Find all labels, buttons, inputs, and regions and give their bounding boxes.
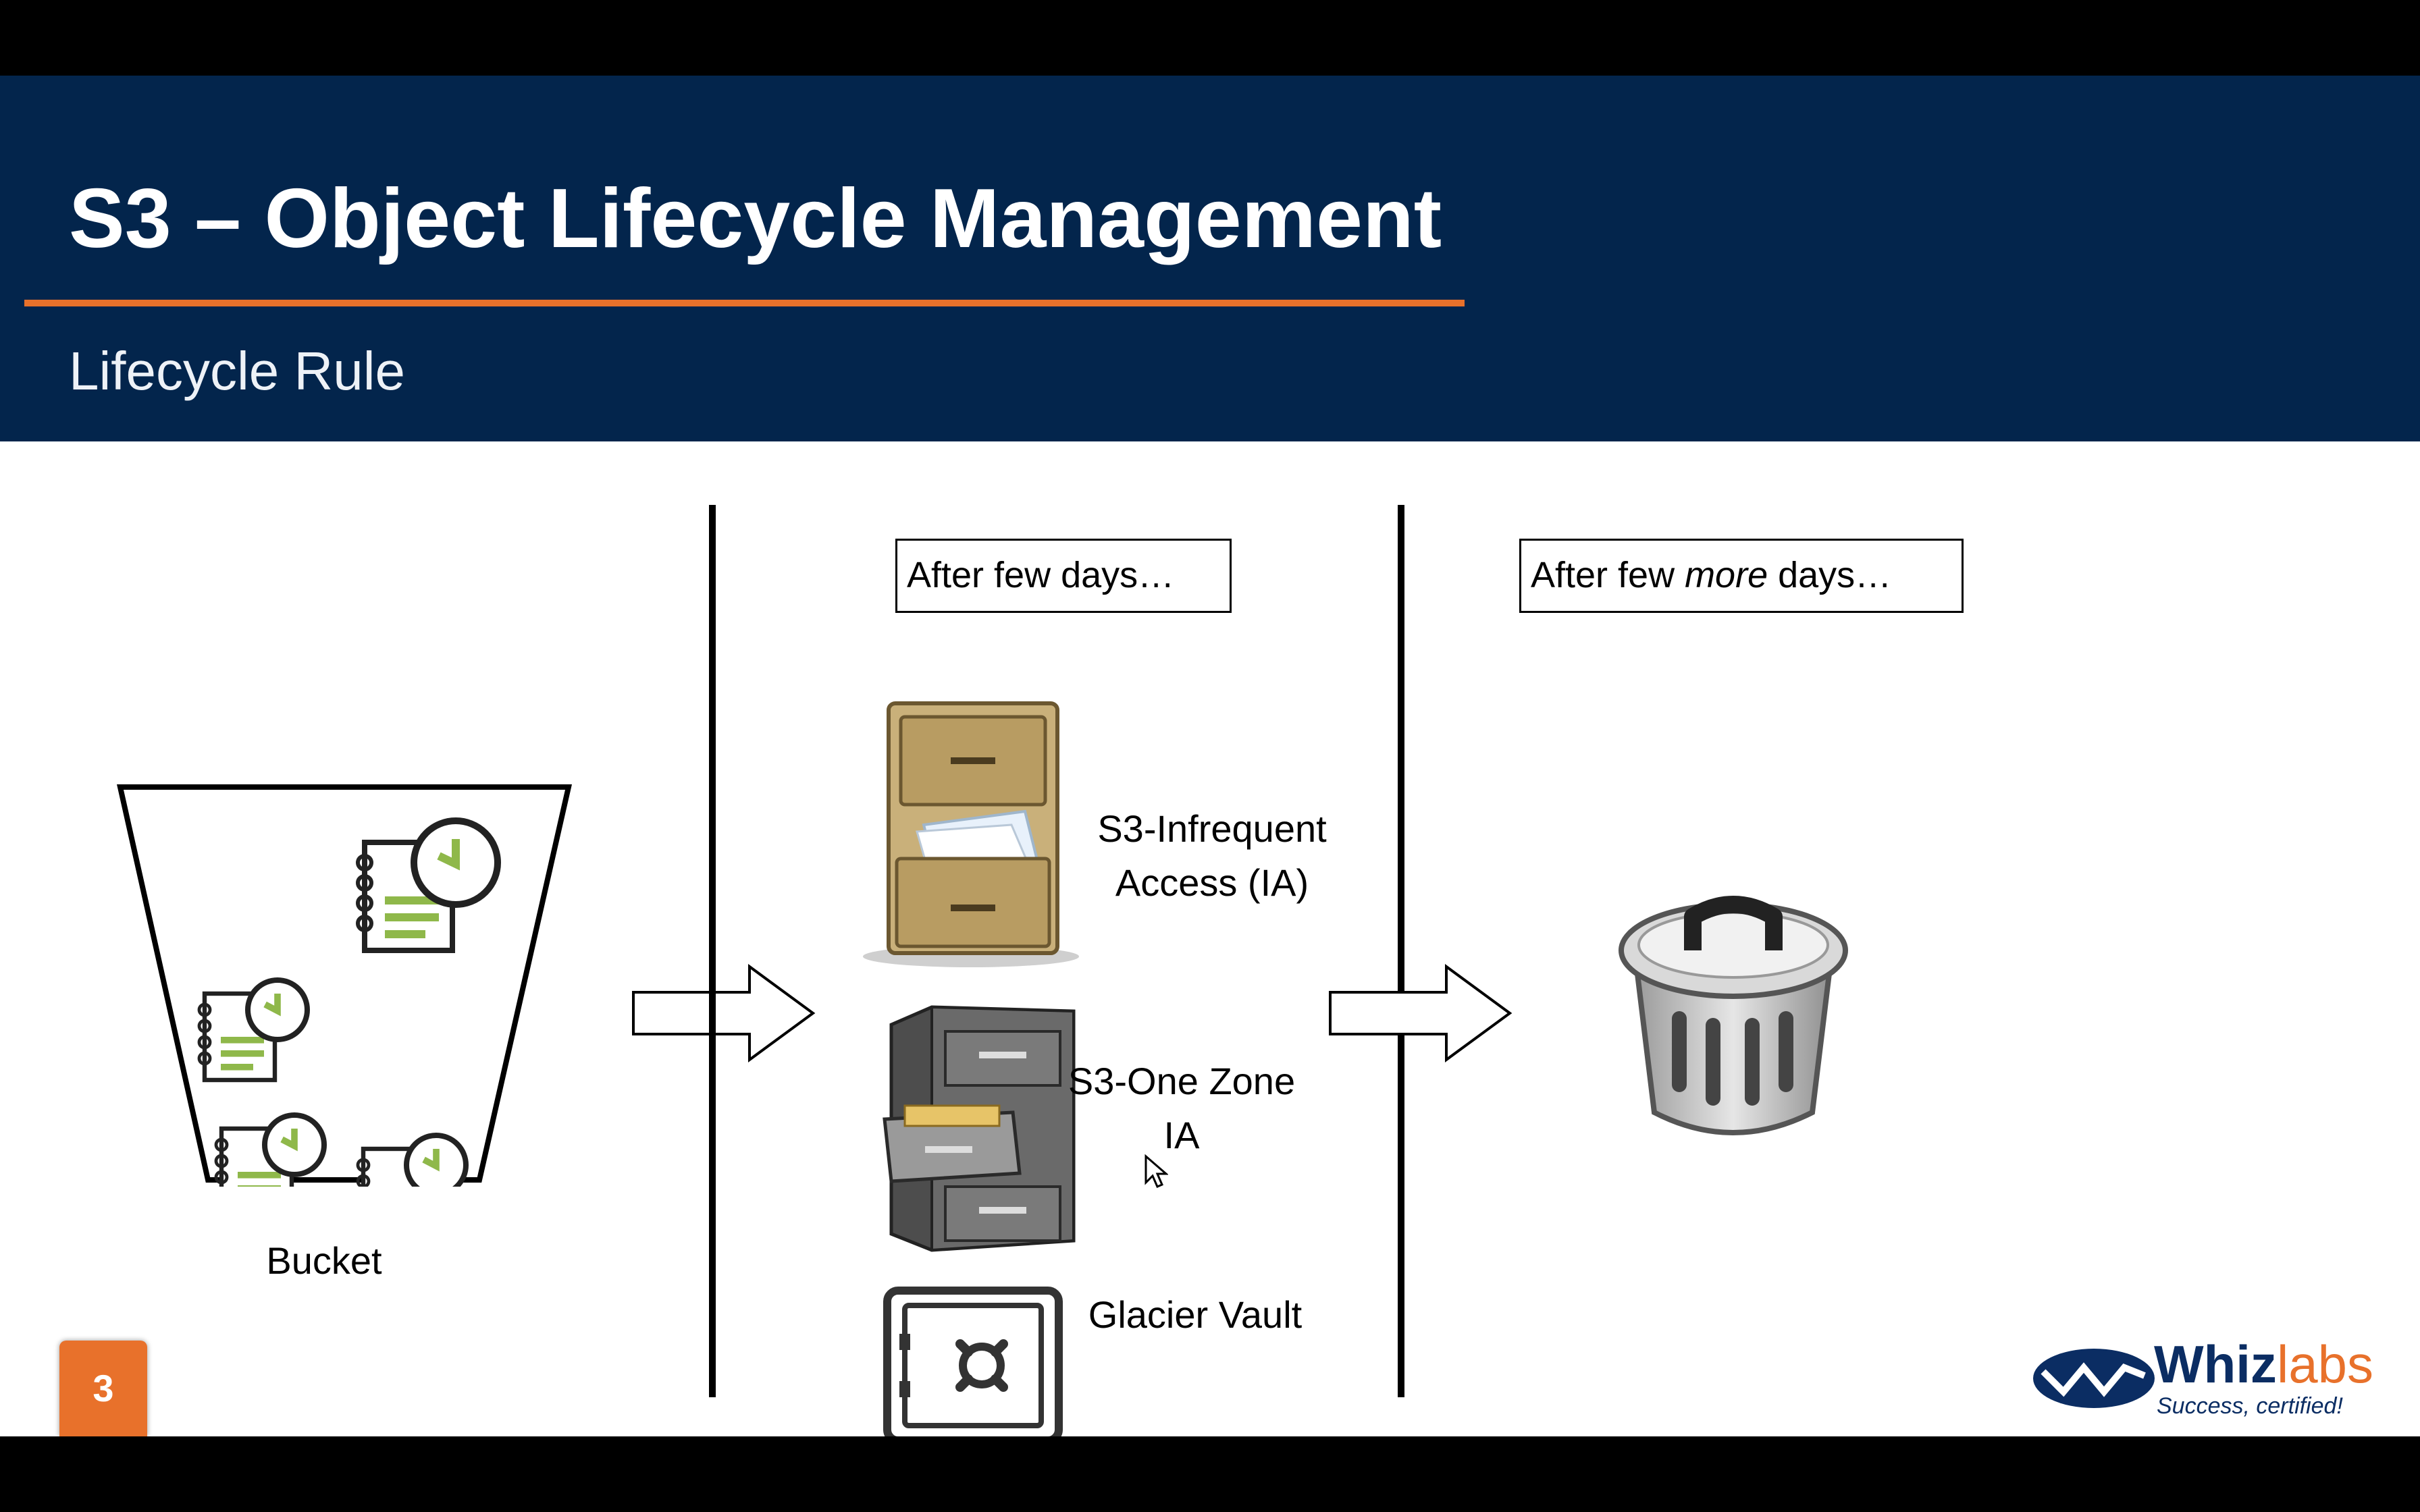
vault-icon xyxy=(883,1287,1063,1436)
whizlabs-logo: Whizlabs Success, certified! xyxy=(2026,1331,2384,1419)
slide-subtitle: Lifecycle Rule xyxy=(69,341,406,401)
stage-three-heading: After few more days… xyxy=(1519,539,1964,613)
page-number-badge: 3 xyxy=(59,1341,147,1436)
document-clock-icon xyxy=(356,1133,469,1187)
stage-three-heading-before: After few xyxy=(1531,555,1685,595)
slide: S3 – Object Lifecycle Management Lifecyc… xyxy=(0,76,2420,1436)
divider-right xyxy=(1398,505,1404,1397)
s3-one-zone-label-line2: IA xyxy=(1163,1114,1200,1156)
s3-one-zone-label: S3-One Zone IA xyxy=(1053,1054,1310,1162)
logo-name-part2: labs xyxy=(2276,1334,2374,1394)
logo-name-part1: Whiz xyxy=(2154,1334,2277,1394)
s3-ia-label-line2: Access (IA) xyxy=(1115,861,1309,904)
whizlabs-wordmark: Whizlabs xyxy=(2154,1334,2373,1395)
s3-ia-label: S3-Infrequent Access (IA) xyxy=(1080,802,1344,910)
title-underline xyxy=(24,300,1465,306)
s3-ia-label-line1: S3-Infrequent xyxy=(1097,807,1327,850)
slide-title: S3 – Object Lifecycle Management xyxy=(69,172,1442,265)
arrow-right-icon xyxy=(1329,964,1512,1062)
bucket-label: Bucket xyxy=(266,1239,382,1282)
glacier-vault-label: Glacier Vault xyxy=(1088,1293,1303,1336)
arrow-right-icon xyxy=(632,964,816,1062)
bucket-icon xyxy=(117,784,573,1187)
logo-tagline: Success, certified! xyxy=(2157,1393,2343,1419)
stage-three-heading-emph: more xyxy=(1685,555,1768,595)
trash-can-icon xyxy=(1619,896,1848,1135)
file-cabinet-icon xyxy=(863,701,1079,967)
divider-left xyxy=(709,505,716,1397)
document-clock-icon xyxy=(214,1112,327,1187)
mouse-cursor-icon xyxy=(1145,1154,1168,1188)
whizlabs-mark-icon xyxy=(2033,1349,2155,1408)
stage-three-heading-after: days… xyxy=(1768,555,1892,595)
filing-cabinet-icon xyxy=(883,1005,1076,1252)
stage-two-heading: After few days… xyxy=(895,539,1232,613)
slide-header: S3 – Object Lifecycle Management Lifecyc… xyxy=(0,76,2420,441)
document-clock-icon xyxy=(197,977,311,1083)
document-clock-icon xyxy=(356,817,501,953)
s3-one-zone-label-line1: S3-One Zone xyxy=(1068,1060,1296,1102)
